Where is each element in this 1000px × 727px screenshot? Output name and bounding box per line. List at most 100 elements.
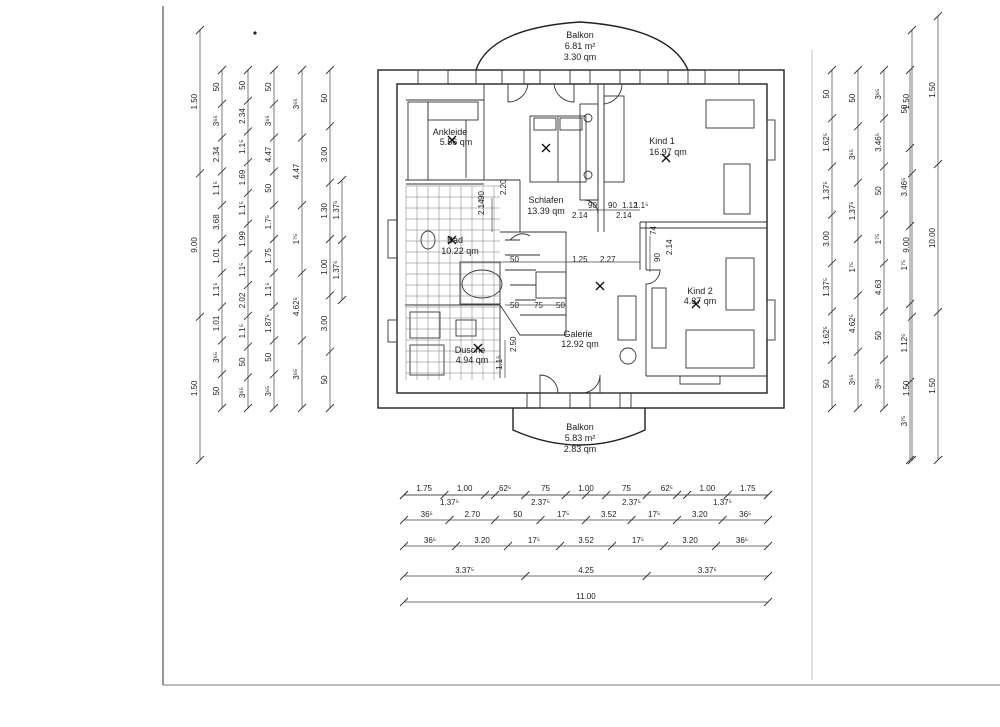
- left-dim-col5-label: 3⁶⁵: [292, 369, 301, 380]
- left-dim-col4-label: 50: [264, 352, 273, 361]
- left-dim-col4-label: 1.75: [264, 248, 273, 264]
- left-dim-col1-label: 1.50: [190, 380, 199, 396]
- room-name-ankleide: Ankleide: [433, 127, 468, 137]
- room-area-galerie: 12.92 qm: [561, 339, 599, 349]
- left-dim-col5-label: 1⁷⁵: [292, 234, 301, 245]
- right-dim-col1-label: 3.00: [822, 231, 831, 247]
- left-dim-col6-label: 1.00: [320, 259, 329, 275]
- bottom-dim-row3-label: 17⁵: [528, 536, 540, 545]
- left-dim-col2-label: 1.1⁵: [212, 181, 221, 195]
- interior-dimension-label: 50: [510, 301, 519, 310]
- bottom-dim-row4-label: 3.37⁵: [698, 566, 717, 575]
- left-dim-col1-label: 9.00: [190, 237, 199, 253]
- bottom-dim-row1b-label: 1.37⁵: [713, 498, 732, 507]
- left-dim-col3-label: 50: [238, 80, 247, 89]
- bottom-dim-row1b-label: 2.37⁵: [531, 498, 550, 507]
- bottom-dim-row2-label: 50: [513, 510, 522, 519]
- interior-dimension-label: 90: [588, 201, 597, 210]
- interior-dimension-label: 50: [556, 301, 565, 310]
- bottom-dim-row1-label: 1.75: [416, 484, 432, 493]
- left-dim-col2-label: 1.01: [212, 315, 221, 331]
- interior-dimension-label: 1.1⁵: [495, 356, 504, 370]
- interior-dimension-label: 2.14: [616, 211, 632, 220]
- left-dim-col4-label: 1.1⁵: [264, 282, 273, 296]
- right-dim-col2-label: 1.37⁵: [848, 201, 857, 220]
- left-dim-col3-label: 1.1⁵: [238, 201, 247, 215]
- bottom-dim-row5-label: 11.00: [576, 592, 596, 601]
- left-dim-col2-label: 50: [212, 82, 221, 91]
- right-dim-col4-label: 1⁷⁵: [900, 260, 909, 271]
- left-dim-col3-label: 1.1⁵: [238, 263, 247, 277]
- left-dim-col5-label: 4.62⁵: [292, 297, 301, 316]
- left-dim-col6-label: 50: [320, 375, 329, 384]
- bath-tiles: [405, 185, 500, 380]
- bottom-dim-row1b-label: 2.37⁵: [622, 498, 641, 507]
- right-dim-col3-label: 50: [874, 186, 883, 195]
- interior-dimension-lines: [491, 198, 651, 378]
- room-name-balkon-top: Balkon: [566, 30, 594, 40]
- right-dim-col1-label: 1.37⁵: [822, 181, 831, 200]
- left-dim-col4-label: 3⁶⁵: [264, 115, 273, 126]
- right-dim-col2-label: 1⁷⁵: [848, 262, 857, 273]
- dimension-chains: [195, 11, 943, 607]
- right-dim-col5-label: 1.50: [902, 93, 911, 109]
- room-labels: Balkon 6.81 m² 3.30 qm Ankleide 5.56 qm …: [433, 30, 717, 454]
- right-dim-col3-label: 1⁷⁵: [874, 234, 883, 245]
- bottom-dim-row2-label: 2.70: [464, 510, 480, 519]
- room-area-ankleide: 5.56 qm: [440, 137, 473, 147]
- bottom-dim-row2-label: 36⁵: [739, 510, 751, 519]
- bottom-dim-row1-label: 1.00: [700, 484, 716, 493]
- right-dim-col3-label: 3⁶⁵: [874, 378, 883, 389]
- left-dim-col6-label: 3.00: [320, 146, 329, 162]
- left-dim-col5-label: 4.47: [292, 163, 301, 179]
- left-dim-col7-label: 1.37⁵: [332, 261, 341, 280]
- room-name-bad: Bad: [447, 235, 463, 245]
- interior-dimension-label: 50: [510, 255, 519, 264]
- interior-dimension-label: 1.12: [622, 201, 638, 210]
- left-dim-col2-label: 3.68: [212, 214, 221, 230]
- dimension-labels: 1.50 9.00 1.50 50 3⁶⁵ 2.34 1.1⁵ 3.68 1.01 1.1⁵ 1.0…: [190, 80, 937, 601]
- right-dim-col4-label: 1.12⁵: [900, 334, 909, 353]
- right-dim-col4-label: 3⁷⁵: [900, 416, 909, 427]
- left-dim-col5-label: 3⁶⁵: [292, 98, 301, 109]
- left-dim-col2-label: 1.01: [212, 248, 221, 264]
- left-dim-col2-label: 1.1⁵: [212, 282, 221, 296]
- right-dim-col3-label: 50: [874, 331, 883, 340]
- left-dim-col4-label: 3⁶⁵: [264, 386, 273, 397]
- left-dim-col3-label: 1.69: [238, 169, 247, 185]
- left-dim-col2-label: 2.34: [212, 146, 221, 162]
- room-area-bad: 10.22 qm: [441, 246, 479, 256]
- bottom-dim-row3-label: 17⁵: [632, 536, 644, 545]
- room-name-balkon-bottom: Balkon: [566, 422, 594, 432]
- bottom-dim-row3-label: 3.20: [474, 536, 490, 545]
- right-dim-col1-label: 1.37⁵: [822, 278, 831, 297]
- room-name-schlafen: Schlafen: [528, 195, 563, 205]
- interior-dimension-label: 2.50: [509, 336, 518, 352]
- bottom-dim-row1-label: 62⁵: [499, 484, 511, 493]
- left-dim-col2-label: 3⁶⁵: [212, 352, 221, 363]
- left-dim-col4-label: 50: [264, 82, 273, 91]
- right-dim-col6-label: 1.50: [928, 378, 937, 394]
- windows: [387, 69, 776, 409]
- bottom-dim-row4-label: 3.37⁵: [455, 566, 474, 575]
- interior-dimension-label: 2.14: [665, 239, 674, 255]
- left-dim-col4-label: 1.87⁵: [264, 314, 273, 333]
- bottom-dim-row1-label: 62⁵: [661, 484, 673, 493]
- left-dim-col4-label: 50: [264, 183, 273, 192]
- room-area-balkon-bottom-qm: 2.83 qm: [564, 444, 597, 454]
- bottom-dim-row3-label: 36⁵: [424, 536, 436, 545]
- right-dim-col1-label: 1.62⁵: [822, 326, 831, 345]
- left-dim-col6-label: 1.30: [320, 203, 329, 219]
- bottom-dim-row2-label: 3.20: [692, 510, 708, 519]
- room-area-kind2: 4.37 qm: [684, 296, 717, 306]
- room-name-kind2: Kind 2: [687, 286, 713, 296]
- left-dim-col3-label: 1.99: [238, 231, 247, 247]
- right-dim-col5-label: 1.50: [902, 380, 911, 396]
- left-dim-col3-label: 3⁶⁵: [238, 387, 247, 398]
- room-area-kind1: 16.97 qm: [649, 147, 687, 157]
- interior-dimension-label: 2.14: [572, 211, 588, 220]
- bottom-dim-row3-label: 3.52: [578, 536, 594, 545]
- bottom-dim-row2-label: 17⁵: [648, 510, 660, 519]
